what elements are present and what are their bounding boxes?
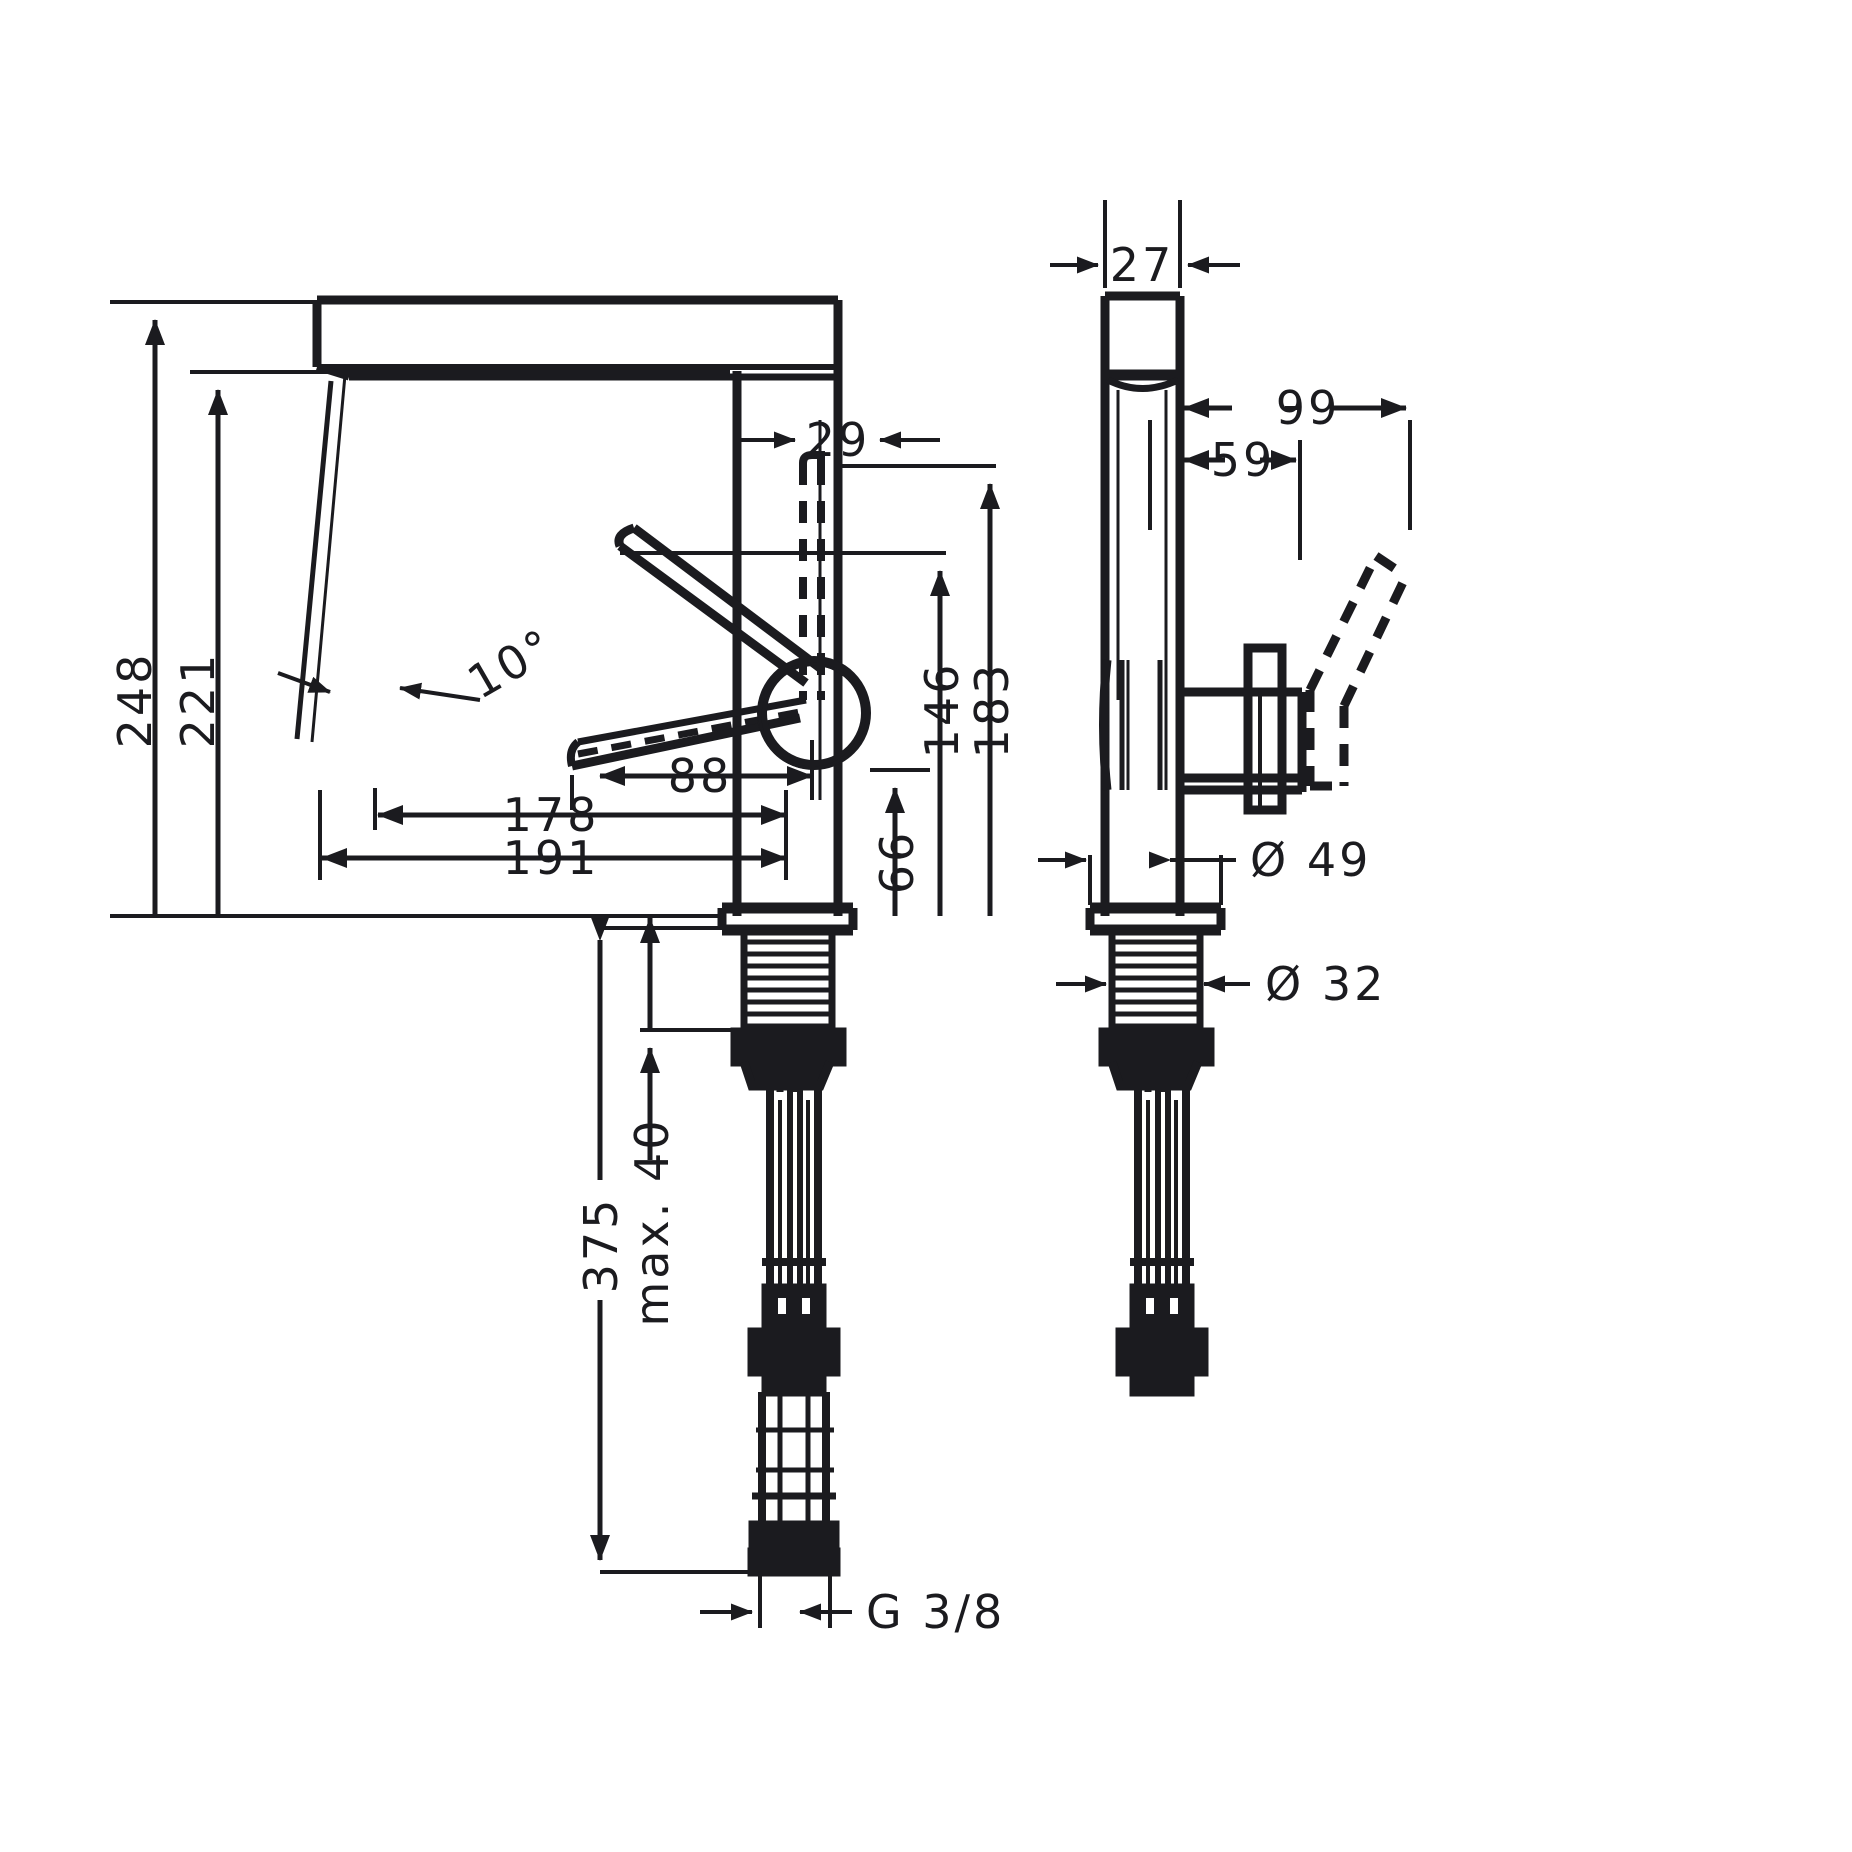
side-view-body (294, 295, 871, 1577)
front-view-body (1085, 291, 1411, 1397)
dim-66: 66 (870, 830, 924, 895)
dim-248: 248 (108, 652, 162, 749)
front-view-dimensions (1038, 200, 1412, 993)
dim-146: 146 (915, 662, 969, 759)
dim-angle-10: 10° (459, 617, 564, 709)
dim-88: 88 (668, 749, 733, 803)
dim-59: 59 (1211, 433, 1276, 487)
dim-max-40: max. 40 (625, 1118, 679, 1327)
side-view-dimensions (110, 300, 1000, 1628)
dim-221: 221 (171, 652, 225, 749)
dimension-labels: 248 221 10° 29 146 183 66 88 178 191 375… (108, 238, 1386, 1639)
dim-191: 191 (503, 831, 600, 885)
dim-diameter-49: Ø 49 (1250, 833, 1371, 887)
dim-27: 27 (1110, 238, 1175, 292)
dim-thread-g38: G 3/8 (866, 1585, 1005, 1639)
dim-29: 29 (806, 413, 871, 467)
dim-375: 375 (574, 1197, 628, 1294)
dim-183: 183 (965, 662, 1019, 759)
dim-99: 99 (1276, 381, 1341, 435)
dim-178: 178 (503, 788, 600, 842)
dim-diameter-32: Ø 32 (1265, 957, 1386, 1011)
